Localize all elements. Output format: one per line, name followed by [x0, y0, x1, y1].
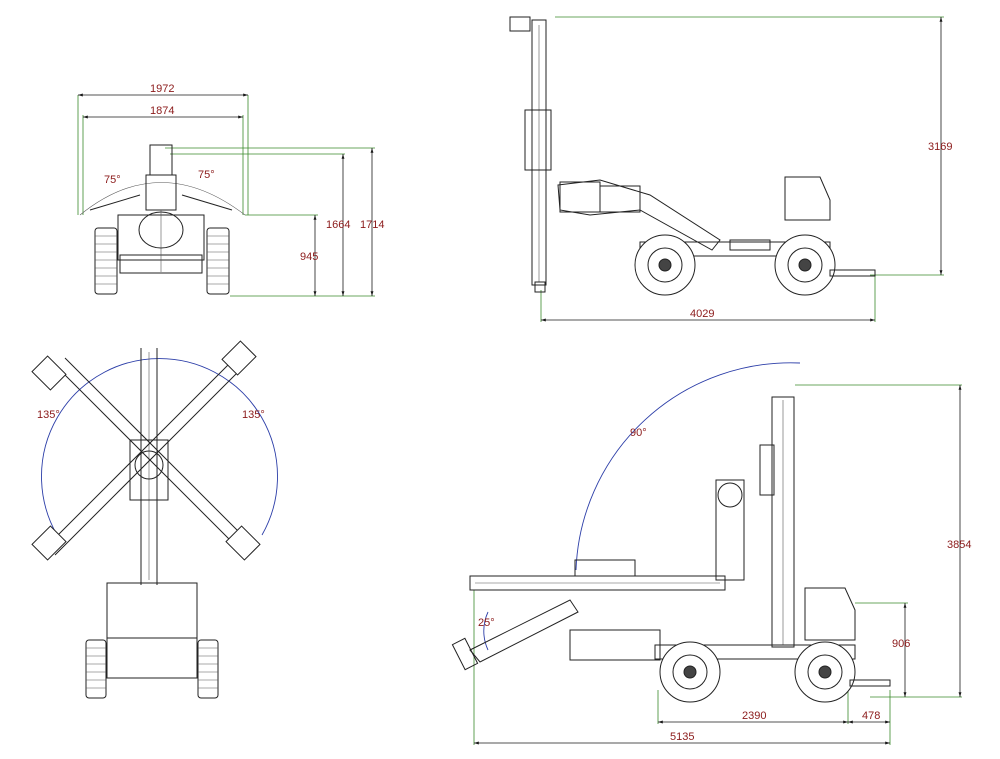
front-width-inner: 1874 [150, 105, 174, 117]
working-angle-down: 25° [478, 617, 495, 629]
top-machine-outline [31, 340, 261, 699]
front-height-high: 1714 [360, 219, 384, 231]
working-height: 3854 [947, 539, 971, 551]
front-height-mid: 1664 [326, 219, 350, 231]
side-view: 3169 4029 [509, 16, 952, 322]
top-view: 135° 135° [31, 340, 278, 699]
side-length: 4029 [690, 308, 714, 320]
top-angle-left: 135° [37, 409, 60, 421]
front-angle-right: 75° [198, 169, 215, 181]
top-angle-right: 135° [242, 409, 265, 421]
working-frame-height: 906 [892, 638, 910, 650]
working-wheelbase: 2390 [742, 710, 766, 722]
front-machine-outline [79, 144, 246, 295]
working-view: 90° 25° 3854 906 2390 478 5135 [451, 362, 971, 745]
working-rear-overhang: 478 [862, 710, 880, 722]
working-machine-outline [451, 396, 891, 703]
working-total-length: 5135 [670, 731, 694, 743]
front-view: 1972 1874 75° 75° 945 1664 1714 [77, 83, 384, 297]
side-height: 3169 [928, 141, 952, 153]
working-angle-tilt: 90° [630, 427, 647, 439]
front-height-low: 945 [300, 251, 318, 263]
front-width-outer: 1972 [150, 83, 174, 95]
side-machine-outline [509, 16, 876, 296]
front-angle-left: 75° [104, 174, 121, 186]
